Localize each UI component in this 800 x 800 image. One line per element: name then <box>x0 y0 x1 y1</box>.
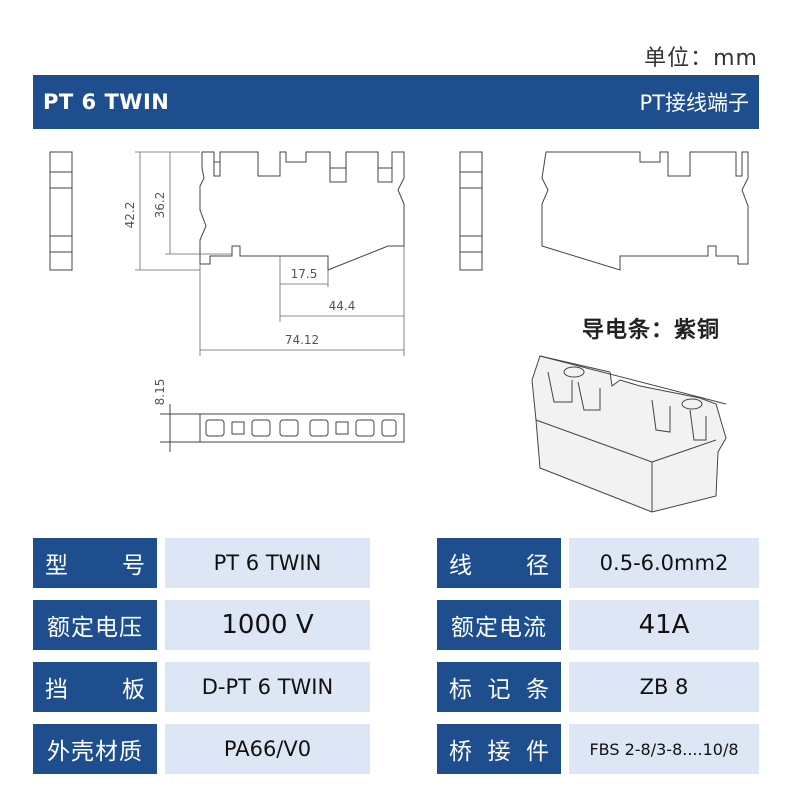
spec-row-material: 外壳材质 PA66/V0 桥接件 FBS 2-8/3-8....10/8 <box>33 724 759 774</box>
isometric-view <box>531 355 727 513</box>
dim-label-74-12: 74.12 <box>285 333 319 347</box>
dim-label-44-4: 44.4 <box>329 299 356 313</box>
value-housing-material: PA66/V0 <box>165 724 370 774</box>
spec-row-model: 型号 PT 6 TWIN 线径 0.5-6.0mm2 <box>33 538 759 588</box>
dim-label-17-5: 17.5 <box>291 267 318 281</box>
value-model: PT 6 TWIN <box>165 538 370 588</box>
label-housing-material: 外壳材质 <box>33 724 157 774</box>
label-bridge: 桥接件 <box>437 724 561 774</box>
label-marker: 标记条 <box>437 662 561 712</box>
label-wire-size: 线径 <box>437 538 561 588</box>
dim-label-width: 8.15 <box>153 379 167 406</box>
material-note: 导电条：紫铜 <box>582 318 721 343</box>
dimension-lines <box>135 151 405 356</box>
side-view-right <box>459 151 483 271</box>
product-subtitle: PT接线端子 <box>639 91 750 115</box>
dim-label-height-inner: 36.2 <box>153 192 167 219</box>
unit-label: 单位：mm <box>644 46 758 71</box>
label-model: 型号 <box>33 538 157 588</box>
front-view <box>199 151 405 271</box>
label-rated-voltage: 额定电压 <box>33 600 157 650</box>
value-rated-voltage: 1000 V <box>165 600 370 650</box>
title-banner: PT 6 TWIN PT接线端子 <box>33 75 759 129</box>
value-rated-current: 41A <box>569 600 759 650</box>
spec-row-cover: 挡板 D-PT 6 TWIN 标记条 ZB 8 <box>33 662 759 712</box>
technical-drawing: 42.2 36.2 17.5 44.4 74.12 8.15 <box>49 151 749 513</box>
value-bridge: FBS 2-8/3-8....10/8 <box>569 724 759 774</box>
rear-view <box>541 151 749 271</box>
label-end-cover: 挡板 <box>33 662 157 712</box>
top-view <box>160 404 405 452</box>
label-rated-current: 额定电流 <box>437 600 561 650</box>
value-wire-size: 0.5-6.0mm2 <box>569 538 759 588</box>
spec-row-voltage: 额定电压 1000 V 额定电流 41A <box>33 600 759 650</box>
product-title: PT 6 TWIN <box>43 90 170 114</box>
side-view-left <box>49 151 73 271</box>
value-end-cover: D-PT 6 TWIN <box>165 662 370 712</box>
value-marker: ZB 8 <box>569 662 759 712</box>
dim-label-height-total: 42.2 <box>123 202 137 229</box>
